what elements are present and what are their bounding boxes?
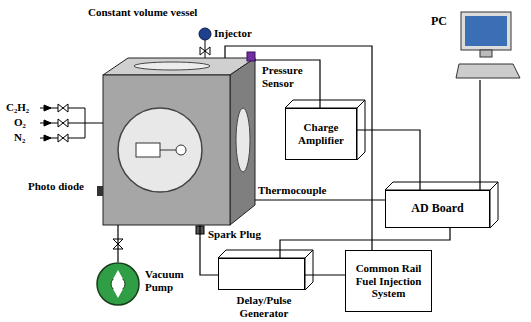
node-label: Charge Amplifier <box>290 121 352 146</box>
connectors <box>118 46 480 275</box>
part-label: Spark Plug <box>208 228 261 241</box>
gas-inlet <box>85 123 103 124</box>
node-heading: Vacuum Pump <box>145 268 193 293</box>
window-electrode <box>136 143 160 157</box>
ad-board-box: AD Board <box>385 190 490 228</box>
node-heading: Constant volume vessel <box>88 6 197 19</box>
box-top-face <box>385 182 498 190</box>
flow-arrow <box>44 120 51 126</box>
box-depth <box>385 182 498 228</box>
valve-symbol <box>58 119 68 127</box>
node-heading: Delay/Pulse Generator <box>214 294 314 319</box>
pump-body <box>97 263 139 305</box>
valve-symbol <box>200 47 210 55</box>
window-electrode-tip <box>176 145 186 155</box>
vessel-cube <box>103 58 255 225</box>
flow-arrow <box>44 105 51 111</box>
signal-line <box>117 225 118 262</box>
injector-head <box>199 28 211 40</box>
photo-diode-symbol <box>97 186 103 196</box>
vacuum-pump-node: Vacuum Pump <box>96 262 140 306</box>
injector-stem <box>205 40 206 58</box>
node-label: AD Board <box>411 202 463 216</box>
node-label: Common Rail Fuel Injection System <box>350 262 427 300</box>
pump-symbol <box>96 262 140 306</box>
cube-top-face <box>103 58 255 75</box>
signal-line <box>255 60 320 108</box>
signal-line <box>357 130 420 190</box>
part-label: Thermocouple <box>258 184 326 197</box>
charge-amplifier-box: Charge Amplifier <box>285 108 357 160</box>
part-label: Photo diode <box>28 180 84 193</box>
monitor-screen <box>465 16 507 46</box>
cube-front-face <box>103 75 230 225</box>
gas-supply-lines <box>40 104 103 142</box>
valve-symbol <box>58 134 68 142</box>
delay-pulse-generator-box: Delay/Pulse Generator <box>218 258 305 290</box>
common-rail-box: Common Rail Fuel Injection System <box>345 250 432 312</box>
part-label: C₂H₂ <box>6 101 29 114</box>
box-top-face <box>285 100 365 108</box>
pressure-sensor-symbol <box>247 52 255 61</box>
part-label: Injector <box>214 27 252 40</box>
part-label: N₂ <box>14 131 25 144</box>
vessel-node: Constant volume vessel <box>103 58 255 225</box>
computer-icon <box>455 10 521 80</box>
pump-rotor <box>111 277 125 291</box>
monitor-stand <box>480 50 492 57</box>
keyboard <box>456 64 520 78</box>
side-window <box>236 108 250 172</box>
box-depth <box>285 100 365 160</box>
box-depth <box>218 250 313 290</box>
window-electrode-wire <box>160 150 176 151</box>
cube-side-face <box>230 58 255 225</box>
pump-blades <box>113 270 123 298</box>
top-window <box>134 62 210 70</box>
front-window <box>118 108 202 192</box>
box-side-face <box>490 182 498 228</box>
monitor-frame <box>461 12 511 50</box>
signal-line <box>255 199 385 200</box>
valve-symbol <box>58 104 68 112</box>
signal-line <box>479 80 480 190</box>
part-label: Pressure Sensor <box>262 64 314 89</box>
box-top-face <box>218 250 313 258</box>
signal-line <box>305 274 345 275</box>
part-label: O₂ <box>14 116 26 129</box>
signal-line <box>225 46 372 250</box>
pc-node: PC <box>455 10 521 80</box>
node-heading: PC <box>431 15 447 29</box>
injector-symbol <box>199 28 211 58</box>
flow-arrow <box>44 135 51 141</box>
box-side-face <box>305 250 313 290</box>
